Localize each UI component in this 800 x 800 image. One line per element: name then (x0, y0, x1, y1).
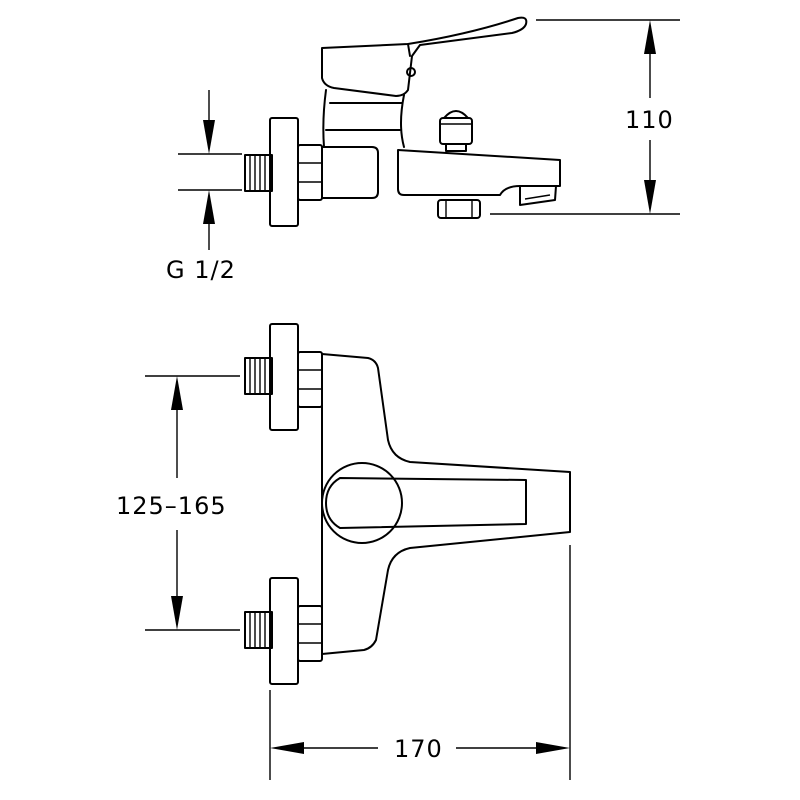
height-dimension: 110 (490, 19, 680, 215)
side-view (244, 16, 561, 227)
top-view (244, 323, 571, 685)
spacing-dimension: 125–165 (116, 375, 240, 631)
thread-label: G 1/2 (166, 256, 236, 284)
spacing-label: 125–165 (116, 492, 227, 520)
width-dimension: 170 (269, 545, 571, 780)
width-label: 170 (394, 735, 443, 763)
thread-dimension: G 1/2 (166, 90, 242, 284)
height-label: 110 (625, 106, 674, 134)
